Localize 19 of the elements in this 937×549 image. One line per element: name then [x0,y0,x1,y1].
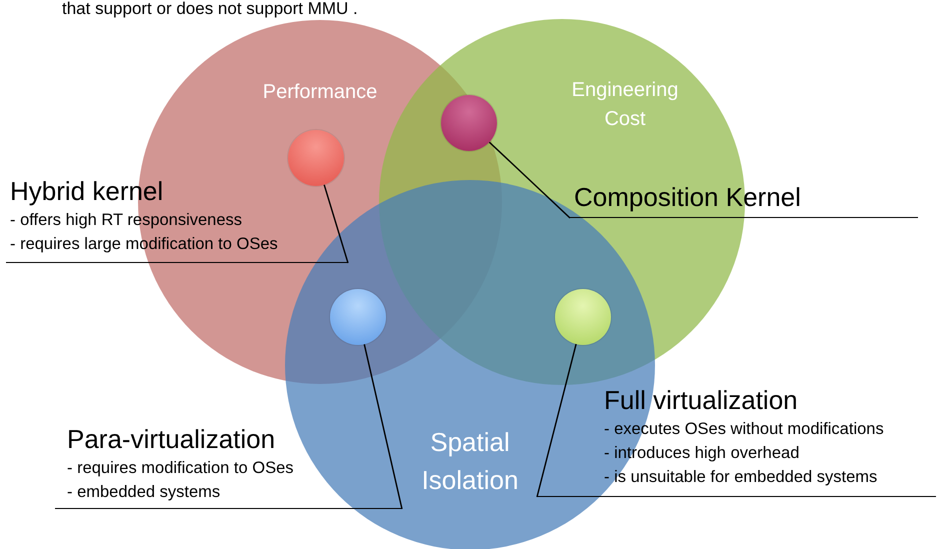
circle-label: Engineering Cost [570,78,680,132]
note-text: that support or does not support MMU . [62,0,358,19]
callout-text: - embedded systems [67,482,222,503]
leader-line [324,184,349,264]
circle-label: Spatial Isolation [420,426,520,497]
callout-heading: Para-virtualization [67,423,276,456]
leader-line [488,142,570,218]
callout-text: - executes OSes without modifications [604,419,885,440]
callout-text: - is unsuitable for embedded systems [604,467,878,488]
callout-text: - offers high RT responsiveness [10,210,244,231]
callout-heading: Composition Kernel [574,181,802,214]
callout-text: - introduces high overhead [604,443,800,464]
callout-heading: Hybrid kernel [10,175,164,208]
callout-text: - requires modification to OSes [67,458,295,479]
leader-line [536,344,577,498]
callout-text: - requires large modification to OSes [10,234,279,255]
leader-line [364,344,403,510]
circle-label: Performance [262,80,378,105]
callout-heading: Full virtualization [604,384,799,417]
